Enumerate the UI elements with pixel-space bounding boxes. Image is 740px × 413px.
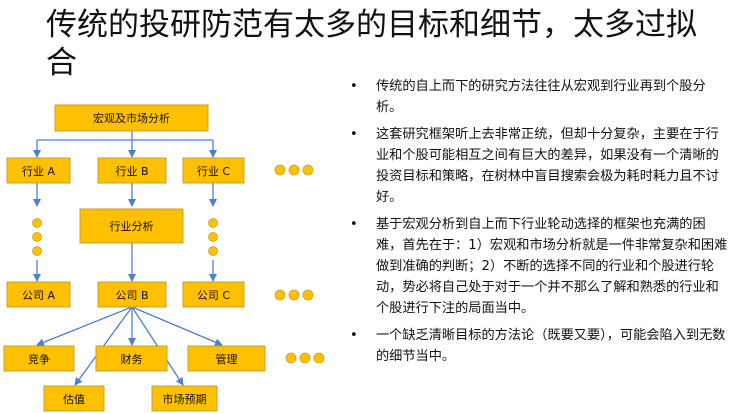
box-market-expectation-label: 市场预期 [163,392,207,406]
box-industry-a-label: 行业 A [22,165,55,178]
box-industry-a: 行业 A [6,157,71,184]
box-valuation: 估值 [43,385,105,412]
box-industry-c: 行业 C [182,157,245,184]
box-management-label: 管理 [216,352,238,366]
box-company-c-label: 公司 C [197,289,230,302]
continuation-dots [32,164,325,364]
box-company-a-label: 公司 A [22,289,55,302]
box-management: 管理 [187,345,266,372]
box-company-a: 公司 A [6,281,71,308]
bullet-marker: • [350,217,358,232]
box-macro-market: 宏观及市场分析 [54,104,209,132]
box-market-expectation: 市场预期 [151,385,218,412]
bullet-marker: • [350,328,358,343]
bullet-item: • 基于宏观分析到自上而下行业轮动选择的框架也充满的困难，首先在于：1）宏观和市场… [350,214,732,319]
box-industry-analysis: 行业分析 [79,208,184,244]
bullet-item: • 传统的自上而下的研究方法往往从宏观到行业再到个股分析。 [350,76,732,118]
diagram-boxes: 宏观及市场分析 行业 A 行业 B 行业 C 行业分析 公司 A 公司 B [3,104,266,412]
box-finance: 财务 [95,345,168,372]
bullet-text: 传统的自上而下的研究方法往往从宏观到行业再到个股分析。 [376,79,706,115]
box-macro-market-label: 宏观及市场分析 [93,111,170,125]
research-framework-diagram: 宏观及市场分析 行业 A 行业 B 行业 C 行业分析 公司 A 公司 B [3,104,325,412]
bullet-list: • 传统的自上而下的研究方法往往从宏观到行业再到个股分析。 • 这套研究框架听上去非… [350,76,732,373]
box-company-b-label: 公司 B [115,289,148,302]
connector-company-b-to-management [131,306,223,346]
box-valuation-label: 估值 [63,393,85,406]
box-finance-label: 财务 [121,352,143,366]
bullet-item: • 一个缺乏清晰目标的方法论（既要又要），可能会陷入到无数的细节当中。 [350,325,732,367]
bullet-text: 一个缺乏清晰目标的方法论（既要又要），可能会陷入到无数的细节当中。 [376,328,726,364]
box-company-c: 公司 C [182,281,245,308]
slide-title: 传统的投研防范有太多的目标和细节，太多过拟合 [46,7,697,81]
box-competition: 竞争 [3,345,75,372]
bullet-text: 基于宏观分析到自上而下行业轮动选择的框架也充满的困难，首先在于：1）宏观和市场分… [376,217,728,316]
box-industry-analysis-label: 行业分析 [110,219,154,233]
bullet-item: • 这套研究框架听上去非常正统，但却十分复杂，主要在于行业和个股可能相互之间有巨大… [350,124,732,208]
box-company-b: 公司 B [97,281,167,308]
box-industry-c-label: 行业 C [197,165,230,178]
box-competition-label: 竞争 [28,352,50,366]
box-industry-b-label: 行业 B [115,165,148,178]
box-industry-b: 行业 B [97,157,167,184]
connector-company-b-to-competition [36,306,133,347]
bullet-marker: • [350,127,358,142]
bullet-text: 这套研究框架听上去非常正统，但却十分复杂，主要在于行业和个股可能相互之间有巨大的… [376,127,719,205]
bullet-marker: • [350,79,358,94]
